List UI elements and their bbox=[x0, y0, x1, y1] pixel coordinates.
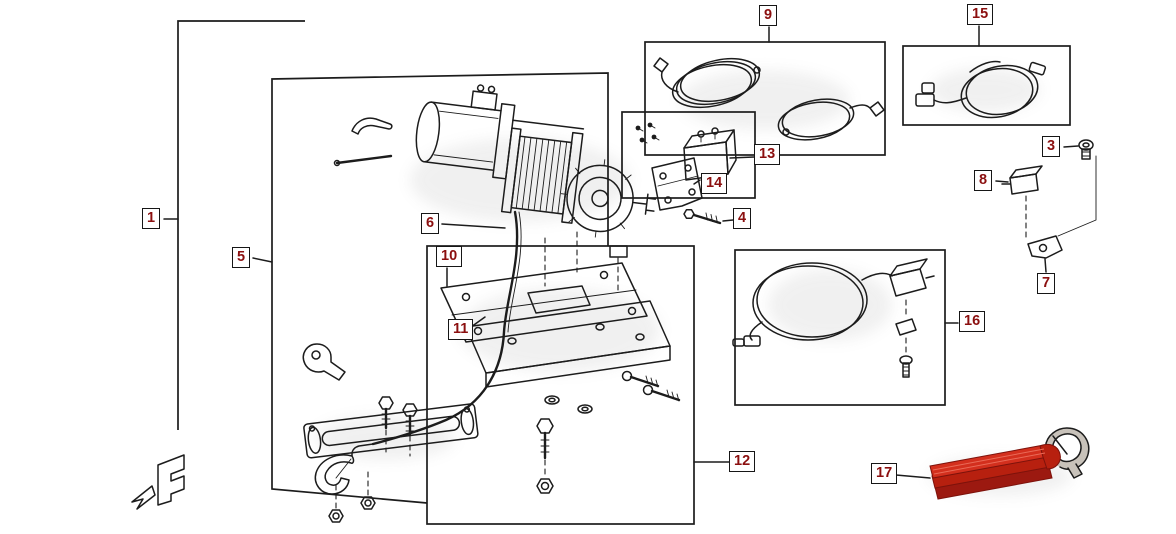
callout-5: 5 bbox=[232, 247, 251, 268]
callout-9: 9 bbox=[759, 5, 778, 26]
cable-coil-a-drawing bbox=[653, 57, 761, 109]
screw-3-drawing bbox=[1078, 139, 1094, 160]
callout-7: 7 bbox=[1037, 273, 1056, 294]
callout-15: 15 bbox=[967, 4, 994, 25]
winch-mount-studs-drawing bbox=[544, 231, 628, 293]
group-16-box bbox=[734, 249, 946, 406]
pin-rod-drawing bbox=[333, 154, 393, 167]
switch-bracket-7-drawing bbox=[1027, 235, 1063, 259]
switch-link-line bbox=[1057, 155, 1097, 237]
callout-13: 13 bbox=[754, 144, 781, 165]
callout-17: 17 bbox=[871, 463, 898, 484]
callout-3: 3 bbox=[1042, 136, 1061, 157]
cable-clevis-drawing bbox=[302, 343, 346, 381]
callout-8: 8 bbox=[974, 170, 993, 191]
switch-harness-drawing bbox=[915, 60, 1047, 119]
callout-11: 11 bbox=[448, 319, 474, 340]
clutch-knob-icon bbox=[632, 193, 657, 215]
winch-assembly-drawing bbox=[415, 84, 657, 238]
group-15-box bbox=[902, 45, 1071, 126]
callout-6: 6 bbox=[421, 213, 440, 234]
channel-bolts-drawing bbox=[621, 370, 681, 402]
fairlead-bolts-drawing bbox=[328, 396, 418, 523]
assembly-1-bracket-line bbox=[177, 20, 305, 430]
remote-switch-drawing bbox=[732, 258, 935, 378]
washers-nuts-drawing bbox=[536, 395, 593, 494]
group-5-box bbox=[271, 72, 609, 504]
bolt-4-drawing bbox=[683, 208, 722, 225]
callout-14: 14 bbox=[701, 173, 728, 194]
callout-16: 16 bbox=[959, 311, 986, 332]
callout-4: 4 bbox=[733, 208, 752, 229]
contactor-bracket-drawing bbox=[651, 157, 703, 211]
contactor-screws-drawing bbox=[635, 122, 660, 144]
cable-hook-drawing bbox=[314, 443, 374, 495]
clutch-lever-drawing bbox=[351, 117, 393, 135]
switch-8-drawing bbox=[1001, 165, 1043, 239]
mount-bracket-arrow-drawing bbox=[131, 454, 185, 510]
callout-10: 10 bbox=[436, 246, 463, 267]
callout-1: 1 bbox=[142, 208, 161, 229]
mounting-channel-drawing bbox=[465, 300, 671, 388]
group-12-box bbox=[426, 245, 695, 525]
tree-strap-drawing bbox=[929, 427, 1090, 500]
callout-12: 12 bbox=[729, 451, 756, 472]
cable-coil-b-drawing bbox=[777, 98, 885, 141]
leader-lines bbox=[163, 25, 1079, 479]
strap-webbing bbox=[929, 443, 1061, 500]
